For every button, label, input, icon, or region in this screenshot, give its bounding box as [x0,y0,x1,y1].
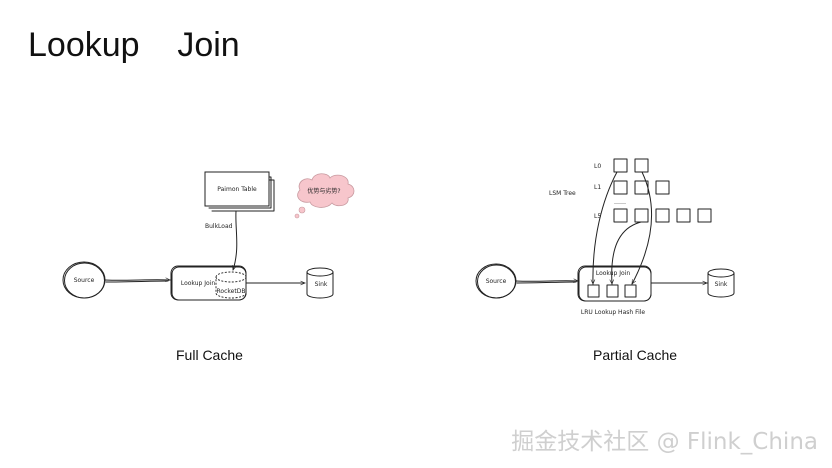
fc-bulkload-label: BulkLoad [205,223,233,230]
fc-rocksdb-store: RocketDB [215,271,247,299]
lsm-tree-label: LSM Tree [549,190,576,197]
pc-lru-label: LRU Lookup Hash File [581,309,646,316]
hash-file-block [606,284,619,298]
sst-block [613,158,628,173]
sst-block [655,180,670,195]
fc-paimon-table: Paimon Table [204,171,275,212]
hash-file-block [587,284,600,298]
sst-block [634,158,649,173]
level-label: L1 [594,184,601,191]
level-label: L5 [594,213,601,220]
full-cache-caption: Full Cache [176,347,243,363]
lsm-to-hash-arrow [593,171,618,284]
fc-sink-node: Sink [306,267,334,299]
sst-block [634,208,649,223]
pc-source-label: Source [486,278,507,285]
lsm-tree: LSM Tree L0 L1 L5 …… [549,158,712,223]
pc-sink-label: Sink [715,281,728,288]
fc-source-to-join-arrow [104,280,170,281]
lsm-to-hash-arrow [631,171,652,284]
partial-cache-diagram: Source Lookup Join LRU Lookup Hash File … [475,158,735,316]
sst-block [613,208,628,223]
pc-source-node: Source [475,263,517,299]
pc-lookup-join-label: Lookup Join [596,270,630,277]
level-label: L0 [594,163,601,170]
sst-block [613,180,628,195]
pc-sink-node: Sink [707,268,735,298]
fc-bulkload-arrow [233,210,238,270]
level-ellipsis: …… [614,199,626,206]
fc-question-cloud: 优势与劣势? [294,173,355,219]
watermark-text: 掘金技术社区 @ Flink_China [511,429,818,455]
hash-file-block [624,284,637,298]
partial-cache-caption: Partial Cache [593,347,678,363]
fc-lookup-join-label: Lookup Join [181,280,215,287]
cloud-shape [297,173,355,208]
fc-sink-label: Sink [315,281,328,288]
pc-source-to-join-arrow [515,281,578,282]
fc-cloud-text: 优势与劣势? [307,187,340,195]
sst-block [697,208,712,223]
fc-source-label: Source [74,277,95,284]
sst-block [676,208,691,223]
lsm-to-hash-arrow [612,221,642,284]
slide-title: Lookup Join [28,26,240,64]
fc-paimon-table-label: Paimon Table [217,186,257,193]
sst-block [655,208,670,223]
fc-rocksdb-label: RocketDB [217,288,246,295]
pc-lookup-join-box: Lookup Join [577,265,652,302]
full-cache-diagram: Source Lookup Join RocketDB Sink [62,171,355,301]
fc-source-node: Source [62,261,106,299]
